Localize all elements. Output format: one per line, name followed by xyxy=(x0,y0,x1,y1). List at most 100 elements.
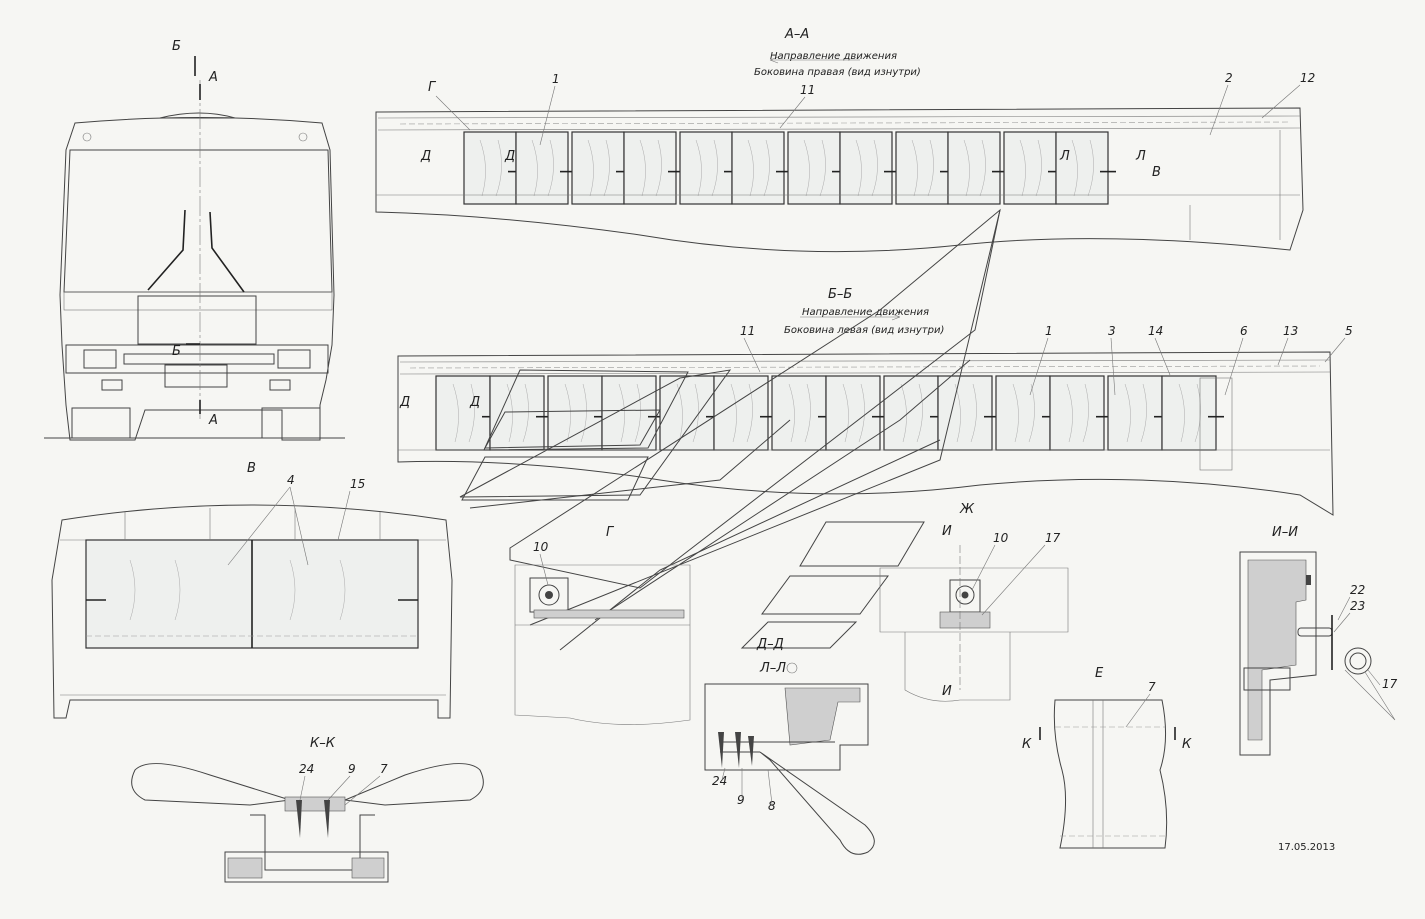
bus-front-view xyxy=(44,56,345,441)
bb-glass-reflection xyxy=(618,383,641,443)
bb-glass-reflection xyxy=(452,383,475,443)
front-cut-b-top: Б xyxy=(172,39,181,54)
v-callout-15: 15 xyxy=(350,477,365,491)
bb-window-pane xyxy=(435,375,491,451)
bb-glass-reflection xyxy=(1066,383,1089,443)
aa-window-pane xyxy=(947,131,1001,205)
aa-callout-12: 12 xyxy=(1300,71,1315,85)
kk-callout-7: 7 xyxy=(380,762,388,776)
bb-window-pane xyxy=(937,375,993,451)
aa-window-pane xyxy=(571,131,625,205)
bb-glass-reflection xyxy=(730,383,753,443)
aa-glass-reflection xyxy=(479,139,502,197)
bb-cut-d1: Д xyxy=(399,395,410,410)
kk-callout-24: 24 xyxy=(299,762,314,776)
zh-cut-i2: И xyxy=(942,684,952,699)
section-aa-subtitle: Боковина правая (вид изнутри) xyxy=(754,67,921,78)
bb-window-pane xyxy=(1161,375,1217,451)
view-zh-detail xyxy=(879,545,1069,702)
aa-window-pane xyxy=(839,131,893,205)
bb-glass-reflection xyxy=(564,383,587,443)
aa-glass-reflection xyxy=(587,139,610,197)
bb-callout-1: 1 xyxy=(1045,324,1053,338)
bb-window-pane xyxy=(601,375,657,451)
bb-cut-d2: Д xyxy=(469,395,480,410)
view-zh-title: Ж xyxy=(959,502,975,517)
view-v-rear xyxy=(51,504,453,719)
aa-glass-reflection xyxy=(803,139,826,197)
aa-glass-reflection xyxy=(695,139,718,197)
aa-callout-11: 11 xyxy=(800,83,815,97)
bb-window-pane xyxy=(995,375,1051,451)
section-kk-detail xyxy=(131,763,484,883)
detail-leader-stripes xyxy=(459,208,1001,651)
bb-window-pane xyxy=(1107,375,1163,451)
bb-window-pane xyxy=(489,375,545,451)
aa-glass-reflection xyxy=(531,139,554,197)
aa-window-pane xyxy=(463,131,517,205)
bb-window-pane xyxy=(771,375,827,451)
bb-glass-reflection xyxy=(842,383,865,443)
ll-callout-8: 8 xyxy=(768,799,776,813)
aa-glass-reflection xyxy=(855,139,878,197)
view-g-detail xyxy=(514,564,691,725)
front-cut-a-top: А xyxy=(208,70,218,85)
v-callout-4: 4 xyxy=(287,473,295,487)
section-bb-title: Б–Б xyxy=(828,287,852,302)
bb-callout-14: 14 xyxy=(1148,324,1163,338)
ii-callout-23: 23 xyxy=(1350,599,1365,613)
section-ii-detail xyxy=(1239,551,1396,756)
section-bb-subtitle: Боковина левая (вид изнутри) xyxy=(784,325,944,336)
aa-callout-2: 2 xyxy=(1225,71,1233,85)
bb-glass-reflection xyxy=(1178,383,1201,443)
bb-glass-reflection xyxy=(954,383,977,443)
bb-window-pane xyxy=(659,375,715,451)
aa-callout-1: 1 xyxy=(552,72,560,86)
bb-callout-13: 13 xyxy=(1283,324,1298,338)
section-ll-detail xyxy=(704,683,875,855)
aa-glass-reflection xyxy=(1019,139,1042,197)
aa-window-pane xyxy=(515,131,569,205)
section-aa-title: А–А xyxy=(784,27,809,42)
aa-glass-reflection xyxy=(747,139,770,197)
bb-glass-reflection xyxy=(1124,383,1147,443)
front-cut-b-mid: Б xyxy=(172,344,181,359)
e-callout-7: 7 xyxy=(1148,680,1156,694)
ii-callout-17: 17 xyxy=(1382,677,1398,691)
drawing-date: 17.05.2013 xyxy=(1278,842,1335,853)
front-cut-a-bottom: А xyxy=(208,413,218,428)
aa-glass-reflection xyxy=(639,139,662,197)
view-e-title: Е xyxy=(1095,666,1104,681)
aa-window-pane xyxy=(1055,131,1109,205)
section-dd-title: Д–Д xyxy=(756,637,784,652)
bb-window-pane xyxy=(547,375,603,451)
e-cut-k2: К xyxy=(1182,737,1192,752)
aa-cut-g: Г xyxy=(428,80,437,95)
aa-window-pane xyxy=(895,131,949,205)
section-bb-direction: Направление движения xyxy=(802,307,929,318)
g-callout-10: 10 xyxy=(533,540,549,554)
aa-glass-reflection xyxy=(911,139,934,197)
bb-callout-3: 3 xyxy=(1108,324,1116,338)
section-bb-left-side xyxy=(397,351,1334,516)
e-cut-k1: К xyxy=(1022,737,1032,752)
aa-window-pane xyxy=(787,131,841,205)
bb-callout-11: 11 xyxy=(740,324,755,338)
bb-glass-reflection xyxy=(900,383,923,443)
aa-cut-l2: Л xyxy=(1135,149,1146,164)
section-aa-direction: Направление движения xyxy=(770,51,897,62)
section-aa-right-side xyxy=(375,107,1304,253)
ll-callout-9: 9 xyxy=(737,793,745,807)
bb-window-pane xyxy=(883,375,939,451)
aa-window-pane xyxy=(679,131,733,205)
zh-callout-17: 17 xyxy=(1045,531,1061,545)
bb-glass-reflection xyxy=(788,383,811,443)
section-kk-title: К–К xyxy=(310,736,336,751)
bb-window-pane xyxy=(1049,375,1105,451)
aa-window-pane xyxy=(731,131,785,205)
aa-glass-reflection xyxy=(1071,139,1094,197)
bb-callout-5: 5 xyxy=(1345,324,1353,338)
aa-window-pane xyxy=(623,131,677,205)
section-ii-title: И–И xyxy=(1272,525,1298,540)
kk-callout-9: 9 xyxy=(348,762,356,776)
